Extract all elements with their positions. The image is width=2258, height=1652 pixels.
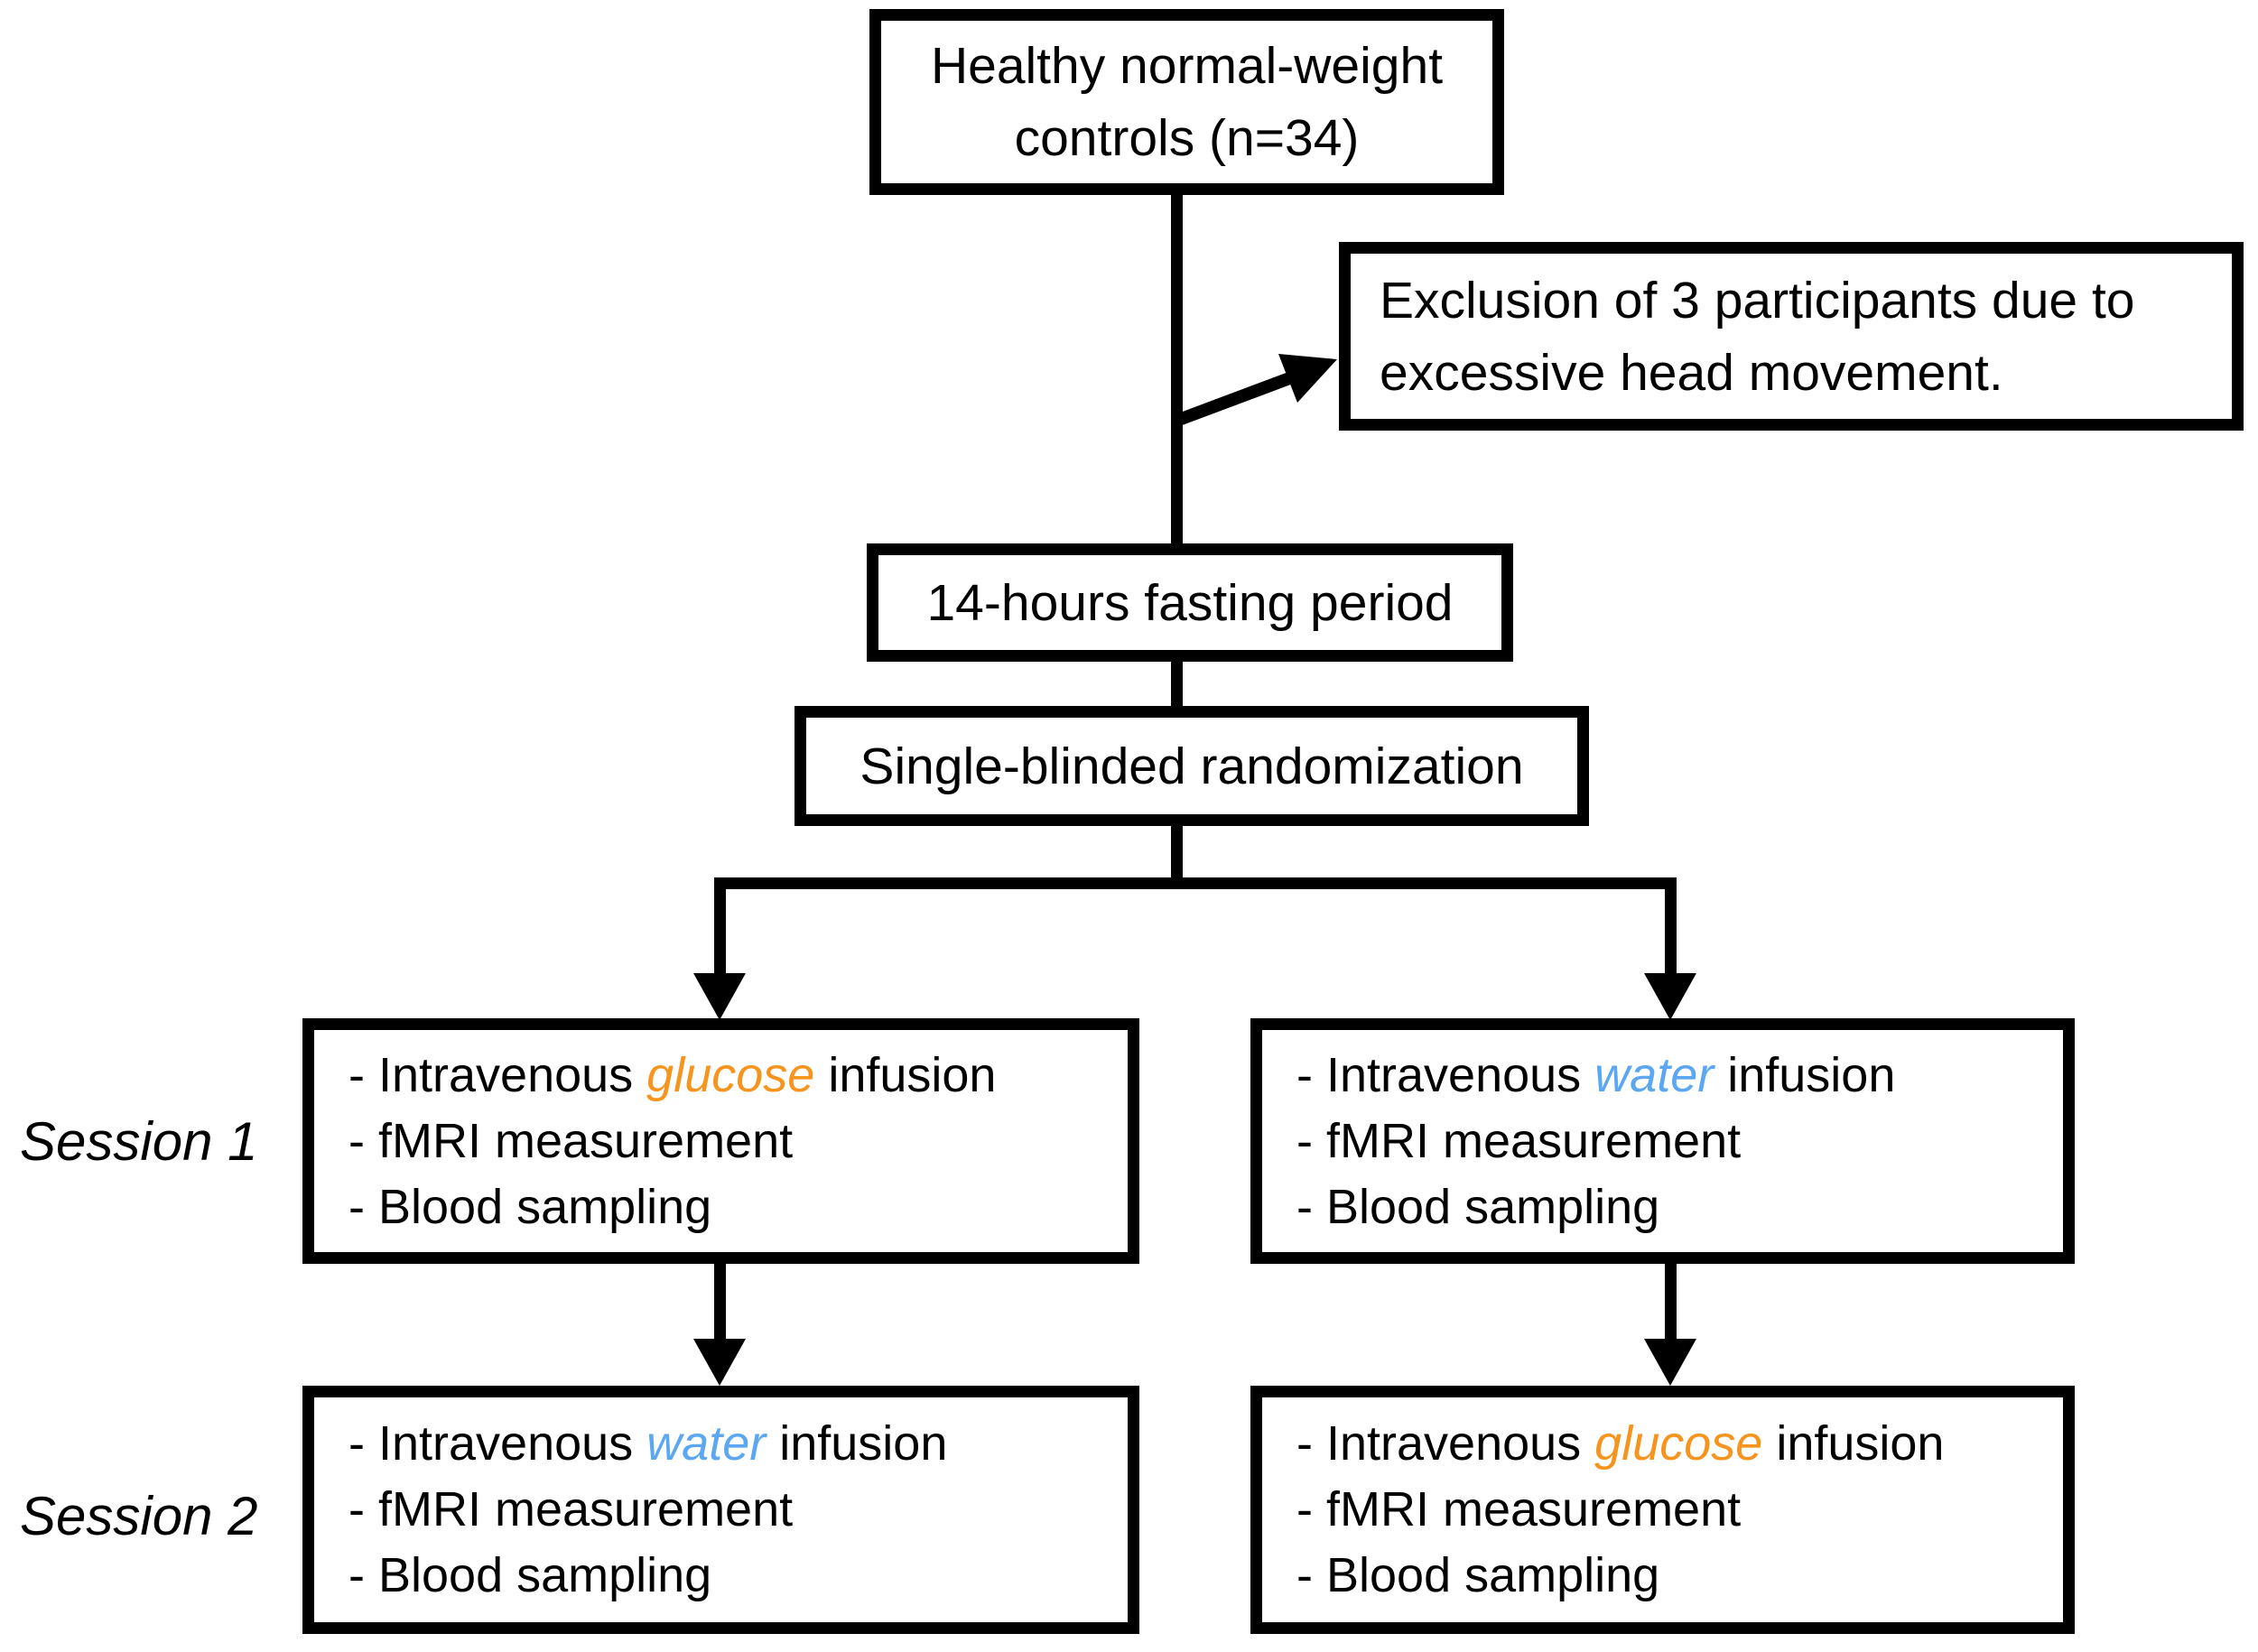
infusion-post: infusion [766, 1416, 948, 1471]
connector-randomization-to-split [1171, 826, 1183, 877]
glucose-word: glucose [646, 1047, 815, 1102]
connector-split-left-stem [714, 877, 726, 973]
exclusion-arrow-icon [1174, 354, 1337, 427]
connector-right-session1-to-session2 [1665, 1264, 1677, 1339]
node-fasting-period: 14-hours fasting period [867, 543, 1513, 662]
node-fasting-period-text: 14-hours fasting period [926, 573, 1454, 632]
connector-top-to-fasting [1171, 195, 1183, 543]
node-healthy-controls-line1: Healthy normal-weight [930, 37, 1444, 95]
node-session2-water: - Intravenous water infusion - fMRI meas… [302, 1386, 1139, 1634]
session2-label: Session 2 [20, 1486, 258, 1546]
infusion-pre: - Intravenous [1296, 1416, 1595, 1471]
arrowhead-down-left-session2-icon [693, 1339, 746, 1386]
node-session1-water: - Intravenous water infusion - fMRI meas… [1250, 1018, 2075, 1264]
infusion-post: infusion [814, 1047, 997, 1102]
blood-item: - Blood sampling [348, 1179, 712, 1234]
fmri-item: - fMRI measurement [1296, 1113, 1742, 1168]
node-exclusion-line1: Exclusion of 3 participants due to [1380, 271, 2135, 329]
node-session1-glucose: - Intravenous glucose infusion - fMRI me… [302, 1018, 1139, 1264]
connector-fasting-to-randomization [1171, 662, 1183, 706]
node-randomization-text: Single-blinded randomization [860, 737, 1524, 795]
water-word: water [646, 1416, 767, 1471]
glucose-word: glucose [1594, 1416, 1763, 1471]
infusion-pre: - Intravenous [348, 1047, 647, 1102]
infusion-post: infusion [1714, 1047, 1896, 1102]
fmri-item: - fMRI measurement [348, 1113, 794, 1168]
infusion-post: infusion [1762, 1416, 1945, 1471]
fmri-item: - fMRI measurement [348, 1482, 794, 1536]
infusion-pre: - Intravenous [348, 1416, 647, 1471]
arrowhead-down-right-session2-icon [1644, 1339, 1696, 1386]
arrowhead-down-left-session1-icon [693, 973, 746, 1020]
node-randomization: Single-blinded randomization [794, 706, 1589, 826]
connector-split-right-stem [1665, 877, 1677, 973]
infusion-pre: - Intravenous [1296, 1047, 1595, 1102]
blood-item: - Blood sampling [1296, 1179, 1660, 1234]
blood-item: - Blood sampling [348, 1548, 712, 1602]
water-word: water [1594, 1047, 1714, 1102]
infusion-item: - Intravenous glucose infusion [348, 1043, 1128, 1109]
infusion-item: - Intravenous glucose infusion [1296, 1411, 2063, 1477]
arrowhead-down-right-session1-icon [1644, 973, 1696, 1020]
node-session2-glucose: - Intravenous glucose infusion - fMRI me… [1250, 1386, 2075, 1634]
connector-left-session1-to-session2 [714, 1264, 726, 1339]
connector-split-horizontal [714, 877, 1677, 889]
node-healthy-controls: Healthy normal-weight controls (n=34) [869, 9, 1504, 195]
node-healthy-controls-line2: controls (n=34) [1014, 109, 1360, 167]
session1-label: Session 1 [20, 1111, 258, 1172]
node-exclusion: Exclusion of 3 participants due to exces… [1339, 242, 2244, 431]
infusion-item: - Intravenous water infusion [1296, 1043, 2063, 1109]
node-exclusion-line2: excessive head movement. [1380, 343, 2003, 402]
blood-item: - Blood sampling [1296, 1548, 1660, 1602]
fmri-item: - fMRI measurement [1296, 1482, 1742, 1536]
infusion-item: - Intravenous water infusion [348, 1411, 1128, 1477]
